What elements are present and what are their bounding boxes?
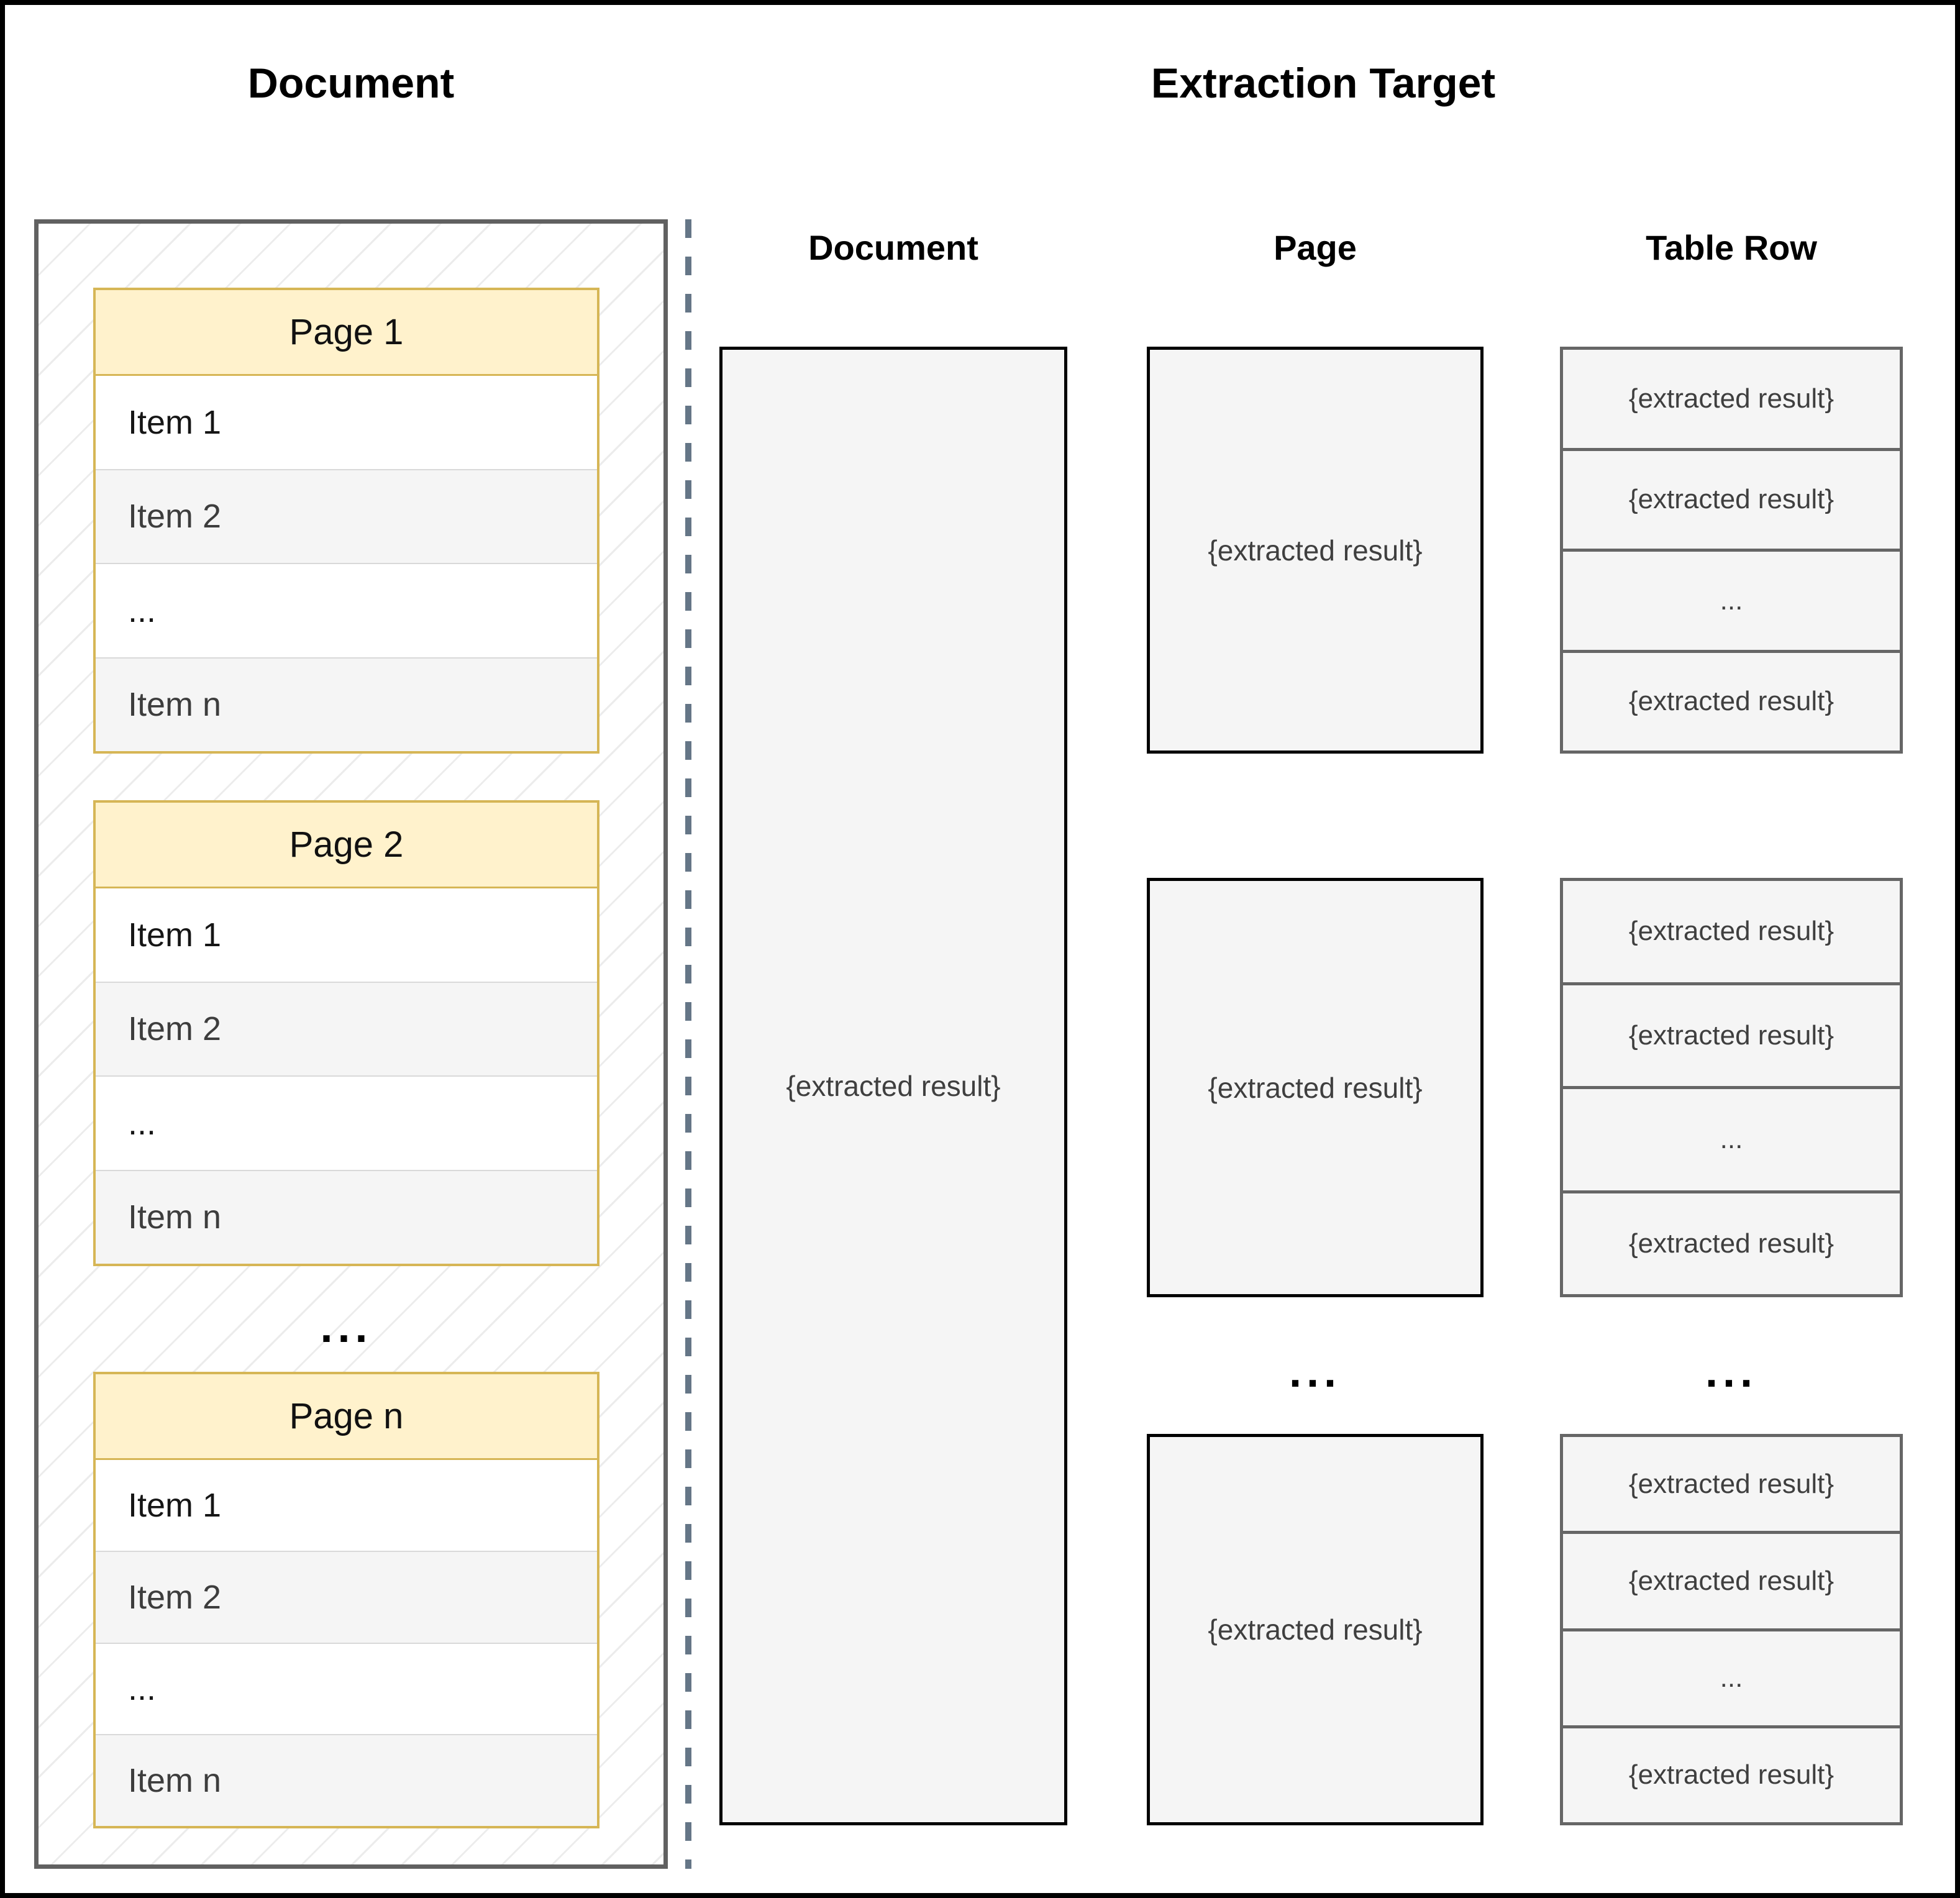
page-table-1-header: Page 1 bbox=[96, 290, 597, 376]
dashed-divider bbox=[685, 219, 691, 1869]
table-row-result-cell: ... bbox=[1563, 1086, 1900, 1190]
table-row: ... bbox=[96, 1642, 597, 1735]
table-row: Item n bbox=[96, 1734, 597, 1826]
page-table-1: Page 1 Item 1 Item 2 ... Item n bbox=[93, 288, 599, 754]
page-result-box-2: {extracted result} bbox=[1147, 878, 1484, 1297]
table-row-result-cell: {extracted result} bbox=[1563, 982, 1900, 1087]
table-row-result-cell: {extracted result} bbox=[1628, 916, 1835, 947]
table-row-result-cell: {extracted result} bbox=[1563, 447, 1900, 549]
page-result-box-3: {extracted result} bbox=[1147, 1434, 1484, 1825]
table-row-result-cell: {extracted result} bbox=[1563, 1725, 1900, 1822]
table-row-group-2: {extracted result} {extracted result} ..… bbox=[1560, 878, 1903, 1297]
page-column-ellipsis: ... bbox=[1288, 1347, 1341, 1397]
table-row: Item 2 bbox=[96, 981, 597, 1075]
table-row-group-3: {extracted result} {extracted result} ..… bbox=[1560, 1434, 1903, 1825]
page-table-2: Page 2 Item 1 Item 2 ... Item n bbox=[93, 800, 599, 1266]
document-panel: Page 1 Item 1 Item 2 ... Item n Page 2 I… bbox=[34, 219, 668, 1869]
table-row: Item 1 bbox=[96, 888, 597, 982]
table-row-result-cell: {extracted result} bbox=[1563, 649, 1900, 751]
column-header-table-row: Table Row bbox=[1646, 228, 1817, 267]
pages-ellipsis: ... bbox=[320, 1302, 373, 1352]
table-row: ... bbox=[96, 1075, 597, 1170]
page-table-n-header: Page n bbox=[96, 1374, 597, 1460]
table-row: Item 1 bbox=[96, 376, 597, 469]
column-header-document: Document bbox=[808, 228, 978, 267]
table-row: Item n bbox=[96, 657, 597, 751]
table-row: ... bbox=[96, 563, 597, 657]
table-row-result-cell: {extracted result} bbox=[1628, 383, 1835, 414]
table-row-result-cell: {extracted result} bbox=[1563, 1190, 1900, 1295]
column-header-page: Page bbox=[1274, 228, 1357, 267]
document-result-box: {extracted result} bbox=[719, 347, 1067, 1825]
table-row: Item n bbox=[96, 1169, 597, 1264]
page-table-2-header: Page 2 bbox=[96, 803, 597, 888]
page-result-box-1: {extracted result} bbox=[1147, 347, 1484, 754]
table-row-result-cell: ... bbox=[1563, 1628, 1900, 1725]
extraction-target-section-title: Extraction Target bbox=[1151, 59, 1496, 107]
page-table-n: Page n Item 1 Item 2 ... Item n bbox=[93, 1372, 599, 1828]
table-row-result-cell: {extracted result} bbox=[1563, 1531, 1900, 1628]
document-section-title: Document bbox=[247, 59, 455, 107]
table-row-group-1: {extracted result} {extracted result} ..… bbox=[1560, 347, 1903, 754]
table-row-result-cell: {extracted result} bbox=[1628, 1468, 1835, 1499]
table-row: Item 2 bbox=[96, 468, 597, 563]
table-row: Item 2 bbox=[96, 1550, 597, 1643]
table-row-column-ellipsis: ... bbox=[1705, 1347, 1757, 1397]
table-row-result-cell: ... bbox=[1563, 549, 1900, 650]
table-row: Item 1 bbox=[96, 1460, 597, 1551]
